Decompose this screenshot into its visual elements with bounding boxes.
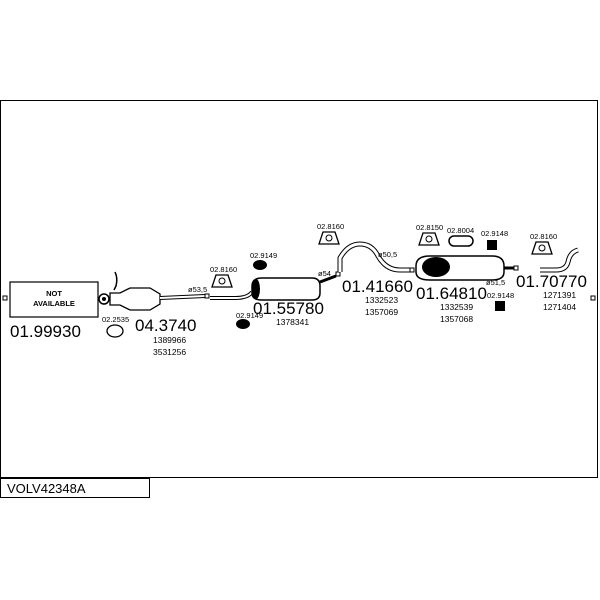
fitting-02-9149-a: 02.9149 bbox=[250, 251, 277, 260]
not-available-box bbox=[9, 281, 99, 318]
gasket-2535-icon bbox=[106, 324, 124, 338]
flange-icon bbox=[102, 297, 106, 301]
ref-1357069: 1357069 bbox=[365, 307, 398, 317]
hanger-8150-icon bbox=[418, 232, 440, 246]
tail-pipe-inner bbox=[540, 248, 579, 272]
not-available-line1: NOT bbox=[46, 289, 62, 298]
hanger-8160-a-hole bbox=[218, 277, 226, 285]
hanger-8160-b-hole bbox=[325, 234, 333, 242]
diameter-54: ø54 bbox=[318, 269, 331, 278]
ref-1271391: 1271391 bbox=[543, 290, 576, 300]
hanger-8160-b-icon bbox=[318, 231, 340, 245]
title-box: VOLV42348A bbox=[0, 478, 150, 498]
rear-silencer-cap bbox=[422, 257, 450, 277]
silencer-outlet-pipe bbox=[319, 274, 337, 284]
fitting-02-2535: 02.2535 bbox=[102, 315, 129, 324]
diameter-53-5: ø53,5 bbox=[188, 285, 207, 294]
rubber-mount-9149-b-icon bbox=[236, 319, 250, 329]
diameter-51-5: ø51,5 bbox=[486, 278, 505, 287]
ref-1271404: 1271404 bbox=[543, 302, 576, 312]
middle-pipe-inner bbox=[210, 291, 253, 299]
pipe-end-marker-4 bbox=[513, 265, 519, 271]
fitting-02-8160-c: 02.8160 bbox=[530, 232, 557, 241]
ref-3531256: 3531256 bbox=[153, 347, 186, 357]
part-number-01-70770: 01.70770 bbox=[516, 272, 587, 291]
diagram-title: VOLV42348A bbox=[7, 481, 86, 496]
part-number-01-64810: 01.64810 bbox=[416, 284, 487, 303]
fitting-02-9148-a: 02.9148 bbox=[481, 229, 508, 238]
catalyst-pipe-inner bbox=[159, 295, 206, 299]
catalyst-hook-icon bbox=[113, 271, 118, 291]
gasket-ring-icon bbox=[98, 293, 110, 305]
not-available-line2: AVAILABLE bbox=[33, 299, 75, 308]
fitting-02-8004: 02.8004 bbox=[447, 226, 474, 235]
rubber-mount-9149-a-icon bbox=[253, 260, 267, 270]
connector-marker-right bbox=[590, 295, 596, 301]
pipe-end-marker-2 bbox=[335, 271, 341, 277]
fitting-02-8160-a: 02.8160 bbox=[210, 265, 237, 274]
fitting-02-8150: 02.8150 bbox=[416, 223, 443, 232]
part-number-01-99930: 01.99930 bbox=[10, 322, 81, 341]
fitting-02-8160-b: 02.8160 bbox=[317, 222, 344, 231]
gasket-8004-icon bbox=[448, 235, 474, 247]
part-number-01-41660: 01.41660 bbox=[342, 277, 413, 296]
diagram-frame bbox=[0, 100, 598, 478]
pipe-end-marker-3 bbox=[409, 267, 415, 273]
ref-1357068: 1357068 bbox=[440, 314, 473, 324]
ref-1332523: 1332523 bbox=[365, 295, 398, 305]
rubber-mount-9148-a-icon bbox=[487, 240, 497, 250]
hanger-8150-hole bbox=[425, 235, 433, 243]
hanger-8160-c-hole bbox=[538, 244, 546, 252]
part-number-04-3740: 04.3740 bbox=[135, 316, 196, 335]
ref-1378341: 1378341 bbox=[276, 317, 309, 327]
part-number-01-55780: 01.55780 bbox=[253, 299, 324, 318]
fitting-02-9148-b: 02.9148 bbox=[487, 291, 514, 300]
middle-silencer-body bbox=[251, 277, 321, 301]
connector-marker-left bbox=[2, 295, 8, 301]
silencer-end-cap bbox=[252, 279, 260, 299]
bent-pipe-inner bbox=[338, 242, 410, 272]
pipe-end-marker bbox=[204, 293, 210, 299]
hanger-8160-c-icon bbox=[531, 241, 553, 255]
hanger-8160-a-icon bbox=[211, 274, 233, 288]
diameter-50-5: ø50,5 bbox=[378, 250, 397, 259]
fitting-02-9149-b: 02.9149 bbox=[236, 311, 263, 320]
ref-1332539: 1332539 bbox=[440, 302, 473, 312]
ref-1389966: 1389966 bbox=[153, 335, 186, 345]
rubber-mount-9148-b-icon bbox=[495, 301, 505, 311]
catalytic-converter-body bbox=[109, 287, 161, 311]
